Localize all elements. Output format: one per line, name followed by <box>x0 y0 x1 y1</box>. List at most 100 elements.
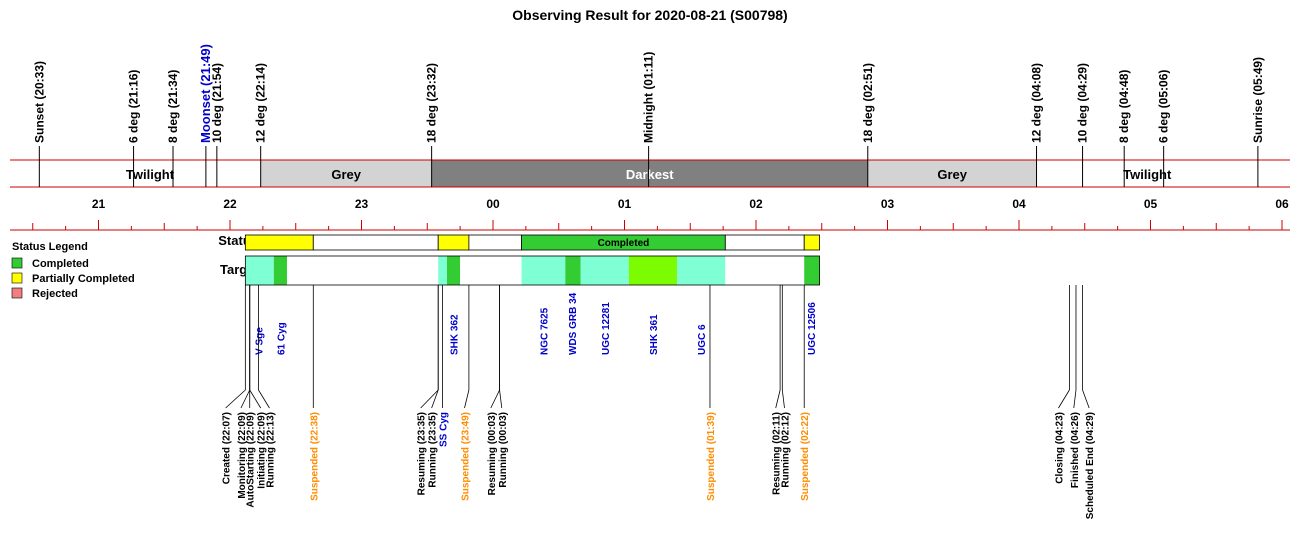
legend-swatch <box>11 287 23 299</box>
hour-tick-label: 01 <box>618 197 632 211</box>
hour-tick-label: 23 <box>355 197 369 211</box>
chart-title: Observing Result for 2020-08-21 (S00798) <box>512 7 787 23</box>
event-label: Sunrise (05:49) <box>1251 57 1265 143</box>
log-label: Running (02:12) <box>780 412 791 488</box>
band-label: Darkest <box>626 167 674 182</box>
hour-tick-label: 03 <box>881 197 895 211</box>
target-block <box>580 256 629 285</box>
status-block <box>244 234 314 251</box>
log-label: Closing (04:23) <box>1054 412 1065 484</box>
log-leader <box>490 389 500 409</box>
hour-tick-label: 04 <box>1012 197 1026 211</box>
event-label: Midnight (01:11) <box>642 52 656 143</box>
target-block <box>460 256 522 285</box>
log-leader <box>431 389 439 409</box>
log-label: Initiating (22:09) <box>257 412 268 489</box>
band-2 <box>431 160 868 187</box>
target-label: UGC 12506 <box>807 302 818 355</box>
target-block <box>628 256 678 285</box>
band-4 <box>1036 160 1258 187</box>
log-label: Suspended (23:49) <box>461 412 472 501</box>
log-events: Created (22:07)Monitoring (22:09)AutoSta… <box>222 285 1096 519</box>
log-label: SS Cyg <box>439 412 450 447</box>
hour-tick-label: 22 <box>223 197 237 211</box>
event-label: 10 deg (04:29) <box>1076 63 1090 143</box>
targets-frame <box>244 255 820 286</box>
legend-swatch <box>11 257 23 269</box>
log-leader <box>240 389 251 409</box>
log-leader <box>499 389 503 409</box>
target-label: 61 Cyg <box>276 322 287 355</box>
target-label: SHK 362 <box>450 314 461 355</box>
log-label: Finished (04:26) <box>1070 412 1081 488</box>
hour-tick-label: 21 <box>92 197 106 211</box>
legend-swatch <box>11 272 23 284</box>
log-leader <box>1082 389 1090 409</box>
status-block <box>437 234 470 251</box>
status-block <box>724 234 805 251</box>
status-block-label: Completed <box>598 238 650 249</box>
log-label: Suspended (22:38) <box>309 412 320 501</box>
band-label: Grey <box>937 167 967 182</box>
target-label: UGC 12281 <box>601 302 612 355</box>
target-block <box>677 256 726 285</box>
target-block <box>725 256 805 285</box>
log-label: Resuming (00:03) <box>487 412 498 495</box>
target-block <box>245 256 274 285</box>
log-leader <box>1058 389 1070 409</box>
hour-tick-label: 02 <box>749 197 763 211</box>
event-label: 18 deg (23:32) <box>425 63 439 143</box>
status-block <box>468 234 522 251</box>
event-label: 12 deg (04:08) <box>1030 63 1044 143</box>
target-label: V Sge <box>254 327 265 355</box>
sky-bands: Twilight Grey Darkest Grey Twilight <box>10 159 1290 188</box>
log-label: Running (23:35) <box>428 412 439 488</box>
band-label: Grey <box>331 167 361 182</box>
log-label: Scheduled End (04:29) <box>1085 412 1096 519</box>
event-label: 6 deg (21:16) <box>127 70 141 143</box>
legend-label: Partially Completed <box>32 273 135 285</box>
log-label: Created (22:07) <box>222 412 233 484</box>
hour-tick-label: 00 <box>486 197 500 211</box>
sky-events: Sunset (20:33) 6 deg (21:16) 8 deg (21:34)… <box>32 44 1265 187</box>
legend-label: Completed <box>32 258 89 270</box>
target-block <box>804 256 820 285</box>
event-label: 18 deg (02:51) <box>861 63 875 143</box>
band-label: Twilight <box>1123 167 1172 182</box>
event-label: 8 deg (21:34) <box>166 70 180 143</box>
target-label: UGC 6 <box>697 324 708 355</box>
hour-tick-label: 06 <box>1275 197 1289 211</box>
event-label: Moonset (21:49) <box>198 44 213 143</box>
legend-label: Rejected <box>32 288 78 300</box>
band-label: Twilight <box>126 167 175 182</box>
target-label: NGC 7625 <box>539 307 550 355</box>
log-leader <box>781 389 785 409</box>
log-label: Resuming (23:35) <box>417 412 428 495</box>
log-label: Running (00:03) <box>498 412 509 488</box>
log-label: Monitoring (22:09) <box>237 412 248 499</box>
log-leader <box>1073 389 1077 409</box>
target-label: SHK 361 <box>649 314 660 355</box>
log-leader <box>258 389 270 409</box>
target-block <box>446 256 461 285</box>
target-block <box>286 256 439 285</box>
log-label: Suspended (02:22) <box>800 412 811 501</box>
status-block <box>312 234 439 251</box>
target-block <box>521 256 566 285</box>
legend-title: Status Legend <box>12 241 88 253</box>
event-label: Sunset (20:33) <box>32 61 46 143</box>
status-block <box>803 234 820 251</box>
event-label: 12 deg (22:14) <box>254 63 268 143</box>
event-label: 8 deg (04:48) <box>1117 70 1131 143</box>
log-label: Suspended (01:39) <box>706 412 717 501</box>
band-1 <box>260 160 432 187</box>
target-block <box>565 256 581 285</box>
log-label: Resuming (02:11) <box>772 412 783 495</box>
log-label: Running (22:13) <box>265 412 276 488</box>
log-leader <box>464 389 470 409</box>
target-label: WDS GRB 34 <box>568 292 579 355</box>
